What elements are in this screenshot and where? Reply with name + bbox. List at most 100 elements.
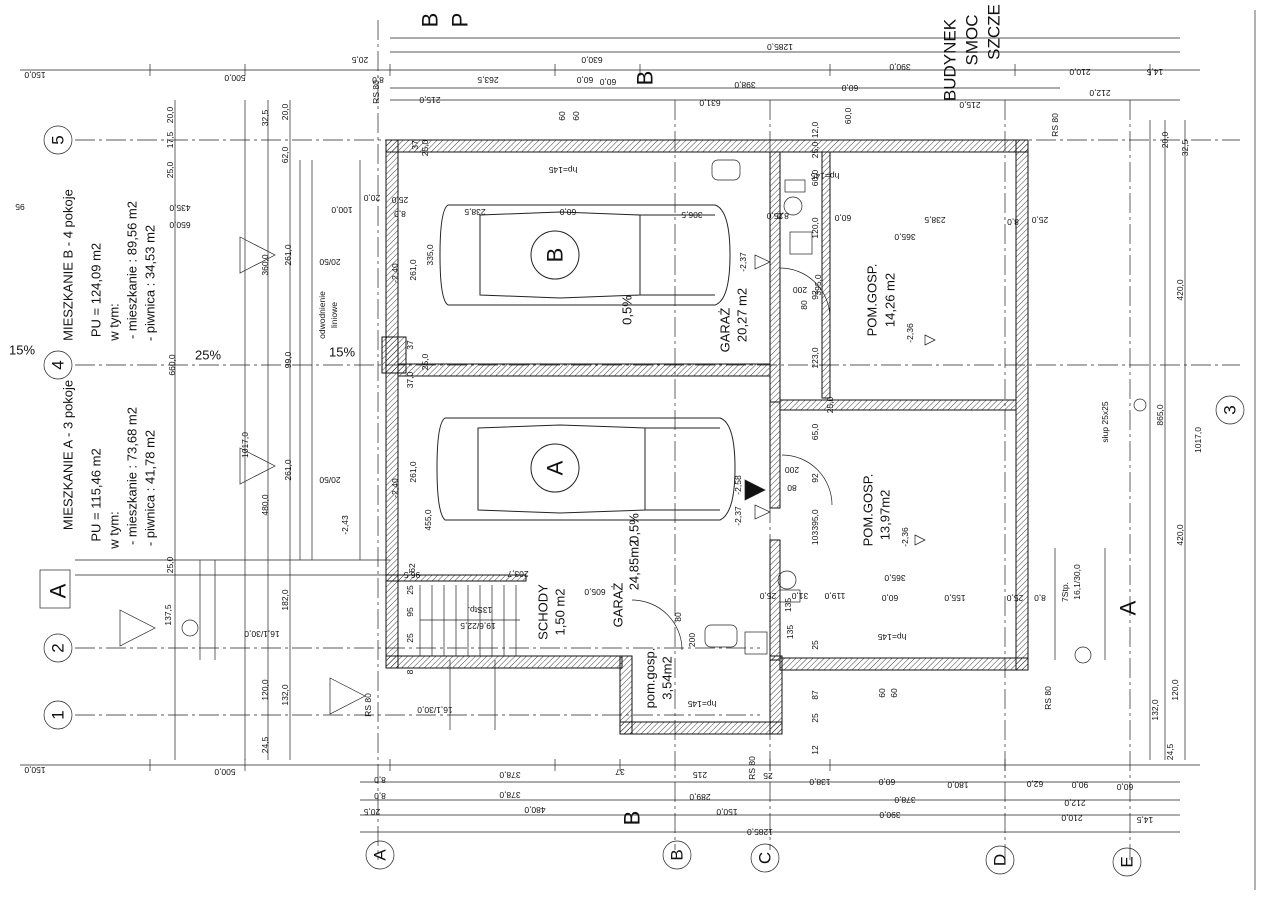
svg-text:123,0: 123,0	[810, 347, 820, 369]
svg-text:306,5: 306,5	[681, 210, 703, 220]
svg-text:25: 25	[405, 585, 415, 595]
svg-text:1,50 m2: 1,50 m2	[553, 589, 568, 636]
svg-text:SCHODY: SCHODY	[536, 584, 551, 640]
svg-text:390,0: 390,0	[879, 810, 901, 820]
svg-text:słup 25x25: słup 25x25	[1100, 401, 1110, 442]
svg-text:87: 87	[810, 690, 820, 700]
svg-text:20/50: 20/50	[319, 257, 341, 267]
walls	[381, 139, 1029, 735]
apt-b-pu: PU = 124,09 m2	[89, 243, 104, 337]
svg-text:-2,37: -2,37	[733, 506, 743, 526]
svg-text:150,0: 150,0	[716, 807, 738, 817]
svg-text:500,0: 500,0	[214, 767, 236, 777]
svg-text:25,0: 25,0	[165, 556, 175, 573]
svg-text:odwodnienie: odwodnienie	[317, 291, 327, 339]
svg-text:17,5: 17,5	[165, 131, 175, 148]
svg-text:60: 60	[889, 688, 899, 698]
svg-text:60,0: 60,0	[1116, 782, 1133, 792]
svg-text:GARAŻ: GARAŻ	[718, 308, 733, 353]
svg-text:261,0: 261,0	[408, 259, 418, 281]
svg-text:289,0: 289,0	[689, 792, 711, 802]
svg-text:378,0: 378,0	[499, 790, 521, 800]
svg-text:-2,36: -2,36	[900, 527, 910, 547]
svg-text:RS 80: RS 80	[1050, 113, 1060, 137]
svg-text:365,0: 365,0	[884, 573, 906, 583]
svg-text:w tym:: w tym:	[107, 303, 122, 342]
svg-text:119,0: 119,0	[824, 591, 845, 601]
room-labels: B A GARAŻ 20,27 m2 0,5% GARAŻ 24,85m2 0,…	[536, 248, 916, 709]
svg-text:180,0: 180,0	[947, 780, 969, 790]
svg-text:135: 135	[783, 598, 793, 612]
svg-text:w tym:: w tym:	[107, 511, 122, 550]
bottom-dimensions: 150,0 500,0 8,0 378,0 37 215 138,0 60,0 …	[24, 765, 1153, 837]
svg-text:14,5: 14,5	[1146, 67, 1163, 77]
building-title: BUDYNEK SMOC SZCZE	[941, 4, 1004, 101]
svg-text:-2,40: -2,40	[390, 478, 400, 498]
right-dimensions: 32,5 20,0 420,0 865,0 1017,0 420,0 120,0…	[1150, 131, 1203, 760]
svg-text:135: 135	[785, 625, 795, 639]
svg-text:25,0: 25,0	[1031, 215, 1048, 225]
svg-text:650,0: 650,0	[169, 220, 191, 230]
apt-a-title: MIESZKANIE A - 3 pokoje	[61, 380, 76, 530]
svg-text:62: 62	[407, 563, 417, 573]
svg-text:25: 25	[810, 640, 820, 650]
svg-text:POM.GOSP.: POM.GOSP.	[861, 474, 876, 547]
svg-text:8,0: 8,0	[394, 209, 406, 219]
svg-text:RS 80: RS 80	[371, 80, 381, 104]
grid-axes: 5 4 2 1 3 A B C D E	[43, 125, 1245, 877]
svg-text:60,0: 60,0	[576, 75, 593, 85]
svg-text:- mieszkanie : 89,56 m2: - mieszkanie : 89,56 m2	[125, 201, 140, 339]
apartment-info: MIESZKANIE A - 3 pokoje PU = 115,46 m2 w…	[61, 189, 158, 550]
svg-text:RS 80: RS 80	[363, 693, 373, 717]
svg-text:8: 8	[405, 669, 415, 674]
svg-text:BUDYNEK: BUDYNEK	[941, 18, 960, 101]
section-a-right: A	[1116, 600, 1141, 615]
svg-text:hp=145: hp=145	[810, 171, 839, 181]
svg-text:390,0: 390,0	[889, 62, 911, 72]
top-dimensions: 150,0 500,0 20,5 8,0 1285,0 630,0 60,0 3…	[24, 42, 1163, 110]
svg-text:8,0: 8,0	[374, 791, 386, 801]
svg-text:261,0: 261,0	[283, 459, 293, 481]
svg-text:16,1/30,0: 16,1/30,0	[417, 705, 453, 715]
axis-2-label: 2	[49, 643, 68, 652]
svg-text:- piwnica : 41,78 m2: - piwnica : 41,78 m2	[143, 430, 158, 546]
apt-b-title: MIESZKANIE B - 4 pokoje	[61, 189, 76, 341]
car-a-letter: A	[543, 460, 568, 475]
svg-text:360,0: 360,0	[260, 254, 270, 276]
svg-text:137,5: 137,5	[163, 604, 173, 626]
svg-text:95: 95	[15, 202, 25, 212]
svg-text:15%: 15%	[329, 345, 355, 360]
svg-text:25,0: 25,0	[766, 211, 783, 221]
svg-text:378,0: 378,0	[499, 770, 521, 780]
svg-text:32,5: 32,5	[1180, 139, 1190, 156]
svg-text:120,0: 120,0	[1170, 679, 1180, 701]
svg-text:500,0: 500,0	[224, 73, 246, 83]
section-a-left: A	[46, 583, 71, 598]
svg-text:395,0: 395,0	[810, 509, 820, 531]
svg-text:8,0: 8,0	[372, 75, 384, 85]
svg-text:GARAŻ: GARAŻ	[611, 583, 626, 628]
svg-text:480,0: 480,0	[260, 494, 270, 516]
svg-text:- mieszkanie : 73,68 m2: - mieszkanie : 73,68 m2	[125, 407, 140, 545]
svg-text:90,0: 90,0	[1071, 780, 1088, 790]
level-labels: -2,37 -2,40 -2,40 -2,43 -2,37 -2,58	[340, 252, 748, 535]
svg-text:155,0: 155,0	[944, 593, 966, 603]
svg-text:25,0: 25,0	[420, 353, 430, 370]
svg-text:25: 25	[810, 713, 820, 723]
svg-text:138,0: 138,0	[809, 777, 831, 787]
svg-text:92: 92	[810, 473, 820, 483]
svg-text:POM.GOSP.: POM.GOSP.	[865, 264, 880, 337]
svg-text:261,0: 261,0	[408, 461, 418, 483]
axis-5-label: 5	[49, 135, 68, 144]
svg-text:20,5: 20,5	[363, 807, 380, 817]
svg-text:19,6/22,5: 19,6/22,5	[460, 621, 496, 631]
svg-text:25: 25	[763, 771, 773, 781]
svg-text:hp=145: hp=145	[687, 699, 716, 709]
svg-text:60,0: 60,0	[841, 83, 858, 93]
svg-text:455,0: 455,0	[423, 509, 433, 531]
svg-text:215,0: 215,0	[959, 100, 981, 110]
svg-text:8,0: 8,0	[1007, 217, 1019, 227]
svg-text:62,0: 62,0	[280, 146, 290, 163]
svg-text:60,0: 60,0	[599, 77, 616, 87]
